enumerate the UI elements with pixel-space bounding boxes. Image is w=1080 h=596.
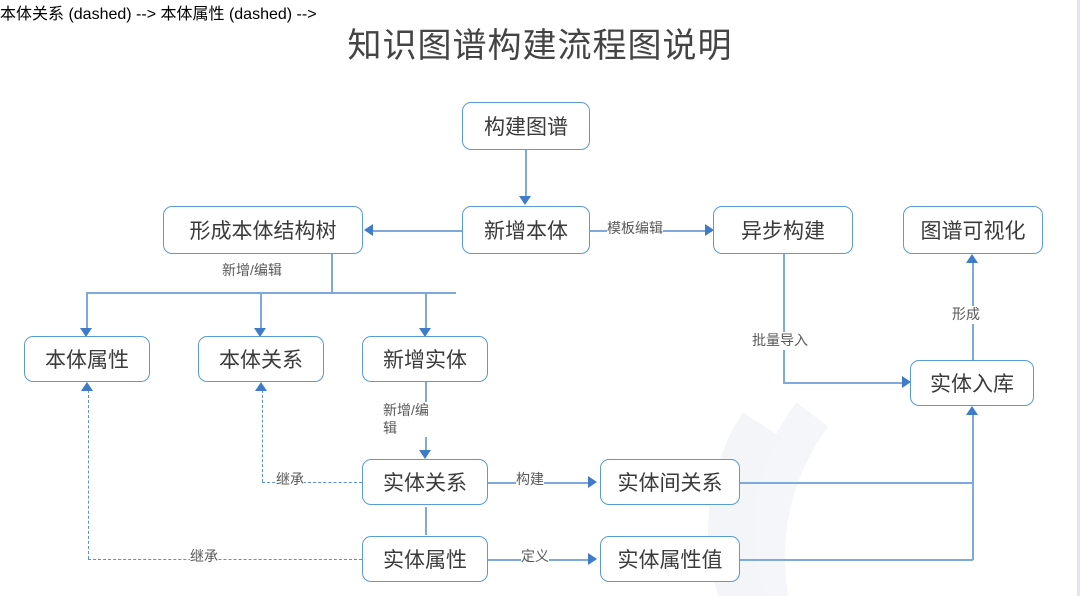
edge-tree-stem: [331, 254, 333, 292]
arrow-right-inter-entity-relation: [588, 476, 597, 488]
arrow-up-ontology-attribute-inherit: [81, 382, 93, 391]
edge-label-inherit-attribute: 继承: [190, 548, 218, 566]
edge-async-build-down: [783, 254, 785, 383]
edge-label-construct: 构建: [516, 471, 544, 489]
arrow-down-entity-relation: [419, 450, 431, 459]
edge-inherit-relation-h: [262, 482, 362, 483]
node-form-ontology-tree[interactable]: 形成本体结构树: [163, 206, 363, 254]
page-title: 知识图谱构建流程图说明: [347, 27, 733, 65]
edge-inherit-relation-v: [262, 390, 263, 482]
edge-label-form: 形成: [952, 306, 980, 324]
edge-label-add-edit-ontology: 新增/编辑: [222, 262, 282, 280]
node-add-ontology[interactable]: 新增本体: [462, 206, 590, 254]
arrow-up-graph-visualization: [966, 254, 978, 263]
arrow-right-async-build: [705, 224, 714, 236]
edge-label-add-edit-entity: 新增/编辑: [383, 402, 439, 437]
arrow-left-ontology-tree: [364, 224, 373, 236]
decorative-arc-outer: [711, 267, 1080, 596]
arrow-up-ontology-relation-inherit: [255, 382, 267, 391]
node-entity-attribute[interactable]: 实体属性: [362, 536, 488, 582]
node-entity-attribute-value[interactable]: 实体属性值: [600, 536, 740, 582]
arrow-down-ontology-relation: [254, 328, 266, 337]
edge-build-to-add-ontology: [525, 150, 527, 198]
node-async-build[interactable]: 异步构建: [713, 206, 853, 254]
node-build-graph[interactable]: 构建图谱: [462, 102, 590, 150]
edge-tree-fork-bar: [86, 292, 456, 294]
edge-add-ontology-to-tree: [372, 230, 462, 232]
edge-attribute-value-to-riser: [740, 559, 973, 561]
node-inter-entity-relation[interactable]: 实体间关系: [600, 459, 740, 505]
arrow-up-entity-storage-bottom: [966, 406, 978, 415]
arrow-down-add-ontology: [519, 196, 531, 205]
edge-label-batch-import: 批量导入: [752, 332, 808, 350]
arrow-right-entity-attribute-value: [588, 553, 597, 565]
edge-label-define: 定义: [521, 548, 549, 566]
edge-async-build-to-storage: [783, 382, 906, 384]
edge-label-template-edit: 模板编辑: [607, 220, 663, 238]
node-ontology-relation[interactable]: 本体关系: [198, 336, 324, 382]
edge-riser-to-entity-storage: [972, 415, 974, 560]
arrow-right-entity-storage: [902, 376, 911, 388]
node-ontology-attribute[interactable]: 本体属性: [24, 336, 150, 382]
node-add-entity[interactable]: 新增实体: [362, 336, 488, 382]
arrow-down-add-entity: [419, 328, 431, 337]
edge-inherit-attribute-h: [88, 559, 362, 560]
node-entity-relation[interactable]: 实体关系: [362, 459, 488, 505]
edge-fork-to-ontology-attribute: [86, 292, 88, 332]
node-entity-storage[interactable]: 实体入库: [910, 360, 1034, 406]
edge-fork-to-add-entity: [425, 292, 427, 332]
edge-entity-relation-to-entity-attribute: [425, 507, 427, 535]
edge-inter-relation-to-riser: [740, 482, 973, 484]
edge-label-inherit-relation: 继承: [276, 471, 304, 489]
node-graph-visualization[interactable]: 图谱可视化: [903, 206, 1043, 254]
edge-inherit-attribute-v: [88, 390, 89, 559]
arrow-down-ontology-attribute: [80, 328, 92, 337]
edge-fork-to-ontology-relation: [260, 292, 262, 332]
